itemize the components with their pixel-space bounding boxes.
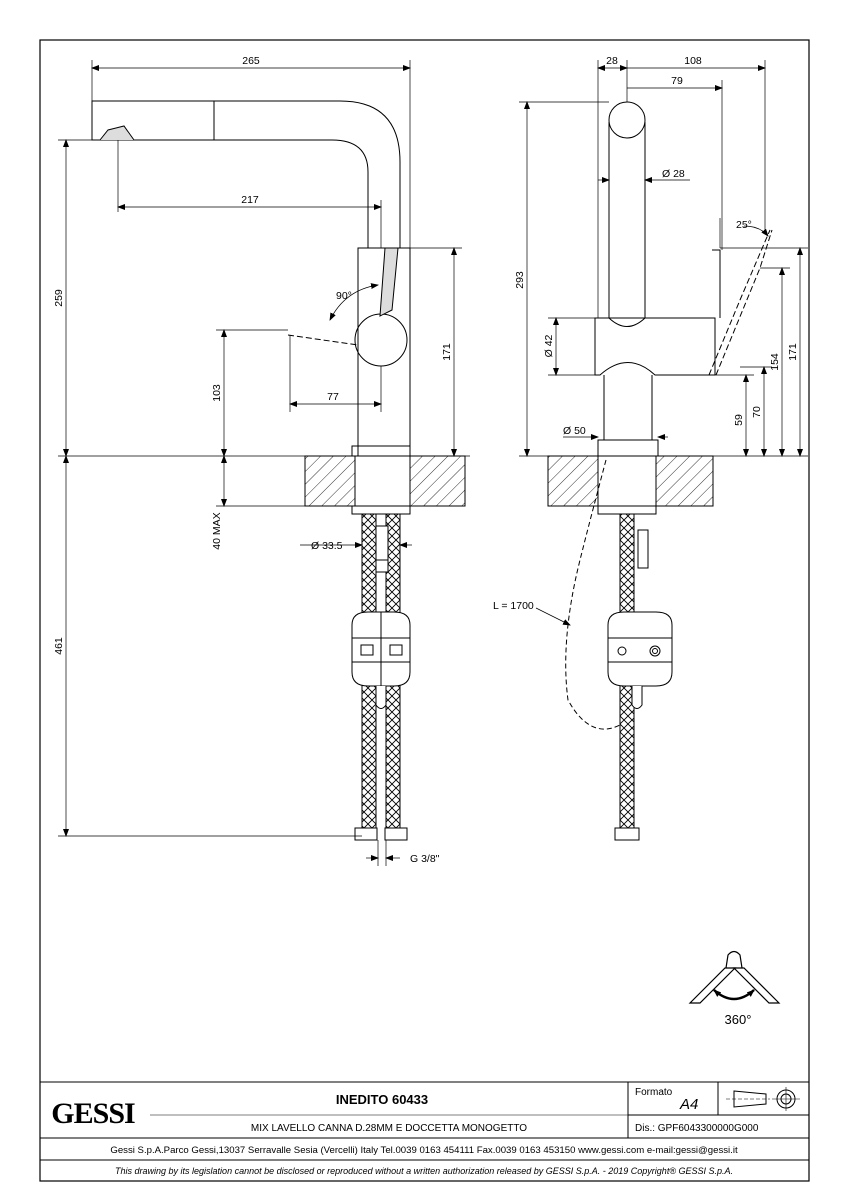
dim-171-left: 171 [441,343,453,361]
dim-79: 79 [671,75,683,87]
side-view-dimensions [58,60,470,866]
dim-70: 70 [751,406,763,418]
spout-tip [608,101,646,139]
dim-hose-length: L = 1700 [493,600,534,612]
sheet-border [39,39,810,1182]
dim-154: 154 [769,353,781,371]
cartridge-housing-right [607,611,673,687]
rotation-360-label: 360° [725,1012,752,1027]
drawing-number: Dis.: GPF6043300000G000 [635,1123,759,1134]
dim-293: 293 [514,271,526,289]
copyright-notice: This drawing by its legislation cannot b… [115,1166,733,1176]
dim-103: 103 [211,384,223,402]
side-view-labels: 265 217 259 90° 171 103 77 40 MAX Ø 33.5… [53,55,453,865]
dim-dia-28: Ø 28 [662,168,685,180]
front-view-dimensions [519,60,808,626]
format-label: Formato [635,1087,673,1098]
dim-217: 217 [241,194,259,206]
dim-77: 77 [327,391,339,403]
pull-out-hose [565,459,621,730]
dim-59: 59 [733,414,745,426]
spout-arm [91,100,401,249]
dim-108: 108 [684,55,702,67]
dim-90deg: 90° [336,290,352,302]
front-view [547,101,773,841]
product-description: MIX LAVELLO CANNA D.28MM E DOCCETTA MONO… [251,1123,527,1134]
dim-265: 265 [242,55,260,67]
side-view [91,100,466,841]
rotation-360-icon [688,950,781,1004]
mixer-body [594,317,716,376]
dim-25deg: 25° [736,219,752,231]
title-block [39,1081,810,1182]
dim-259: 259 [53,289,65,307]
dim-28: 28 [606,55,618,67]
product-name: INEDITO 60433 [336,1092,428,1107]
dim-dia-33-5: Ø 33.5 [311,540,343,552]
mixer-knob [354,313,408,367]
dim-171-right: 171 [787,343,799,361]
dim-g-3-8: G 3/8" [410,853,440,865]
dim-dia-50: Ø 50 [563,425,586,437]
company-info: Gessi S.p.A.Parco Gessi,13037 Serravalle… [110,1145,738,1156]
gessi-logo: GESSI [51,1097,135,1130]
front-view-labels: 28 108 79 Ø 28 25° 293 Ø 42 154 171 59 7… [493,55,799,612]
dim-40-max: 40 MAX [211,512,223,549]
dim-461: 461 [53,637,65,655]
dim-dia-42: Ø 42 [543,334,555,357]
format-value: A4 [679,1096,698,1113]
projection-symbol [733,1090,767,1108]
